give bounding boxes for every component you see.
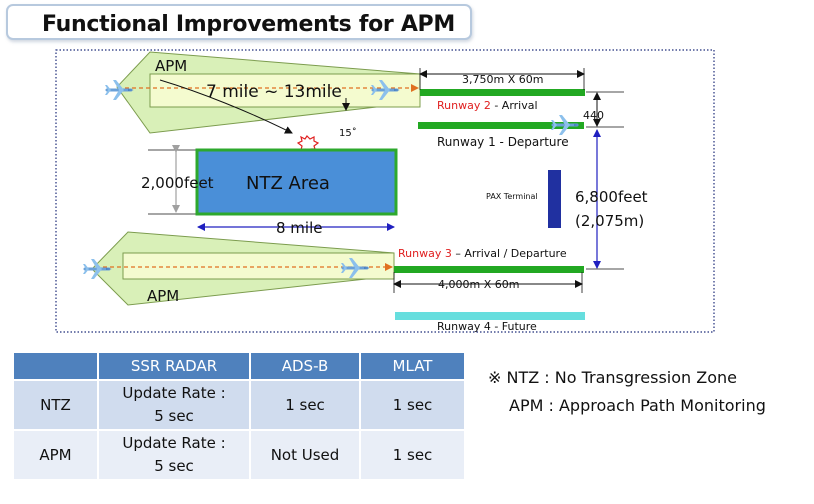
legend-notes: ※ NTZ : No Transgression Zone APM : Appr…	[488, 364, 766, 420]
title-box: Functional Improvements for APM	[6, 4, 472, 40]
table-cell: 1 sec	[251, 381, 359, 429]
table-cell: Not Used	[251, 431, 359, 479]
pax-terminal	[548, 170, 561, 228]
runway-4-label: Runway 4 - Future	[437, 320, 537, 333]
runway-2	[420, 89, 585, 96]
table-cell: 1 sec	[361, 381, 464, 429]
table-cell: 1 sec	[361, 431, 464, 479]
runway-2-dimension: 3,750m X 60m	[462, 73, 543, 86]
ntz-width-label: 2,000feet	[141, 174, 214, 192]
table-cell: Update Rate :5 sec	[99, 431, 249, 479]
table-header-row: SSR RADAR ADS-B MLAT	[14, 353, 464, 379]
ntz-area-label: NTZ Area	[246, 173, 330, 194]
table-cell: APM	[14, 431, 97, 479]
comparison-table: SSR RADAR ADS-B MLAT NTZ Update Rate :5 …	[12, 351, 466, 481]
runway-1	[418, 122, 584, 129]
runway-3	[394, 266, 584, 273]
diagram-frame	[55, 49, 715, 333]
runway-3-label: Runway 3 – Arrival / Departure	[398, 247, 567, 260]
apm-path-box-bottom	[122, 252, 395, 280]
aircraft-icon	[549, 113, 582, 137]
apm-distance-label: 7 mile ~ 13mile	[206, 82, 342, 102]
table-row: NTZ Update Rate :5 sec 1 sec 1 sec	[14, 381, 464, 429]
table-cell: NTZ	[14, 381, 97, 429]
runway-2-label: Runway 2 - Arrival	[437, 99, 538, 112]
spacing-6800-m-label: (2,075m)	[575, 212, 644, 230]
table-row: APM Update Rate :5 sec Not Used 1 sec	[14, 431, 464, 479]
table-cell: Update Rate :5 sec	[99, 381, 249, 429]
table-header-cell: ADS-B	[251, 353, 359, 379]
ntz-length-label: 8 mile	[276, 219, 323, 237]
spacing-440-label: 440	[583, 109, 604, 122]
page-title: Functional Improvements for APM	[42, 12, 455, 37]
apm-label-bottom: APM	[147, 287, 179, 305]
table-header-cell: MLAT	[361, 353, 464, 379]
pax-terminal-label: PAX Terminal	[486, 192, 538, 201]
table-header-cell	[14, 353, 97, 379]
runway-1-label: Runway 1 - Departure	[437, 135, 569, 149]
note-apm: APM : Approach Path Monitoring	[509, 396, 766, 415]
runway-4-future	[395, 312, 585, 320]
conflict-pointer	[159, 79, 293, 134]
apm-label-top: APM	[155, 57, 187, 75]
angle-label: 15˚	[339, 127, 357, 139]
note-ntz: ※ NTZ : No Transgression Zone	[488, 368, 737, 387]
ntz-area	[195, 148, 398, 216]
table-header-cell: SSR RADAR	[99, 353, 249, 379]
spacing-6800-label: 6,800feet	[575, 188, 648, 206]
runway-3-dimension: 4,000m X 60m	[438, 278, 519, 291]
